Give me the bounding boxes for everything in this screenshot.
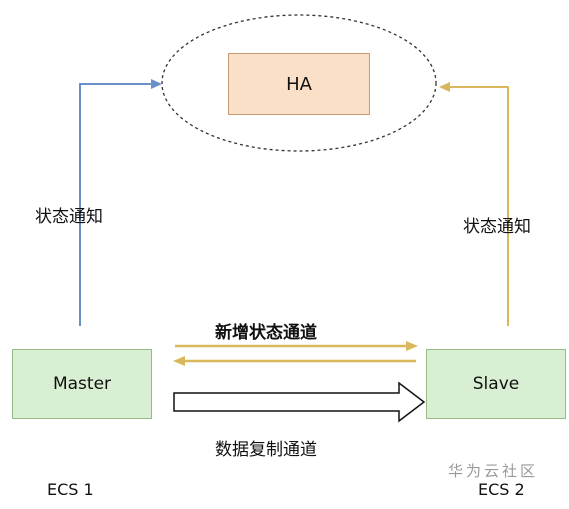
slave-status-arrowhead	[439, 82, 450, 92]
left-status-notify-label: 状态通知	[35, 207, 103, 227]
ha-group-ellipse	[161, 14, 437, 152]
status-channel-forward-head	[406, 341, 418, 351]
new-status-channel-label: 新增状态通道	[215, 323, 317, 343]
master-box: Master	[12, 349, 152, 419]
slave-box: Slave	[426, 349, 566, 419]
ecs1-label: ECS 1	[47, 480, 94, 499]
right-status-notify-label: 状态通知	[463, 217, 531, 237]
status-channel-backward-head	[173, 356, 185, 366]
ha-box: HA	[228, 53, 370, 115]
master-status-arrowhead	[151, 79, 162, 89]
master-label: Master	[52, 374, 112, 394]
ha-label: HA	[286, 73, 312, 95]
ecs2-label: ECS 2	[478, 480, 525, 499]
master-status-arrow	[79, 83, 155, 326]
data-replication-channel-label: 数据复制通道	[215, 440, 317, 460]
slave-status-arrow	[446, 86, 509, 326]
slave-label: Slave	[472, 374, 520, 394]
data-replication-arrow	[173, 381, 426, 423]
watermark: 华为云社区	[448, 462, 539, 480]
